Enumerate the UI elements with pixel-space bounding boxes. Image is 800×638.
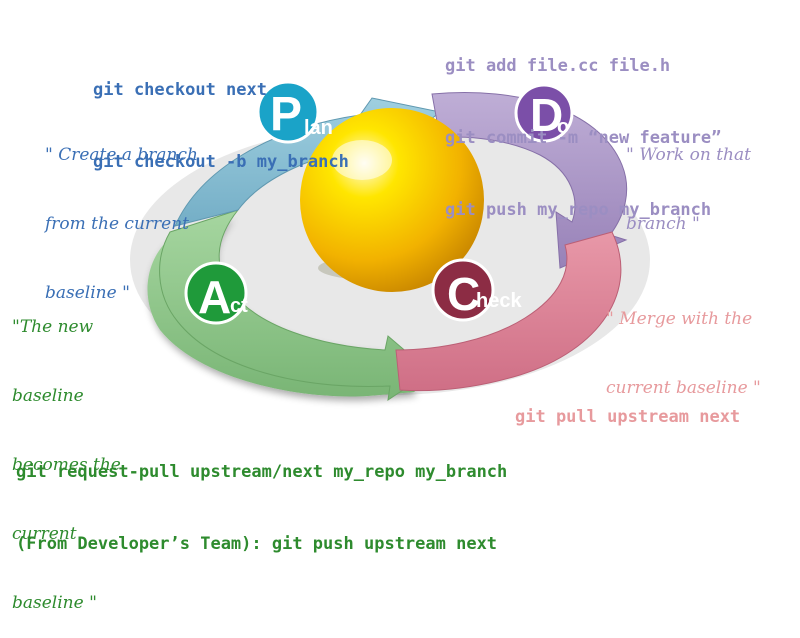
plan-note-line: baseline " <box>45 283 130 303</box>
do-command-line: git commit -m “new feature” <box>445 128 722 148</box>
plan-commands: git checkout next git checkout -b my_bra… <box>93 30 349 198</box>
check-command-line: git pull upstream next <box>515 407 741 427</box>
do-command-line: git add file.cc file.h <box>445 56 671 76</box>
do-note-line: " Work on that <box>626 145 751 165</box>
act-note-line: baseline <box>12 386 84 406</box>
check-note-line: " Merge with the <box>606 309 753 329</box>
act-badge-rest: ct <box>230 295 248 317</box>
do-badge-rest: o <box>557 116 569 138</box>
do-command-line: git push my_repo my_branch <box>445 200 712 220</box>
do-badge: D o <box>514 83 574 143</box>
plan-badge-rest: lan <box>304 117 333 139</box>
do-note: " Work on that branch " <box>626 98 751 259</box>
plan-note-line: from the current <box>45 214 189 234</box>
act-commands: git request-pull upstream/next my_repo m… <box>16 412 507 580</box>
act-command-line: git request-pull upstream/next my_repo m… <box>16 462 508 482</box>
check-note-line: current baseline " <box>606 378 761 398</box>
plan-note: " Create a branch from the current basel… <box>45 98 198 328</box>
act-command-line: (From Developer’s Team): git push upstre… <box>16 534 498 554</box>
check-note: " Merge with the current baseline " <box>606 262 761 423</box>
plan-note-line: " Create a branch <box>45 145 198 165</box>
check-badge-rest: heck <box>476 290 522 312</box>
plan-badge: P lan <box>256 80 333 144</box>
plan-badge-letter: P <box>270 88 302 141</box>
do-commands: git add file.cc file.h git commit -m “ne… <box>445 6 721 246</box>
plan-command-line: git checkout -b my_branch <box>93 152 349 172</box>
do-note-line: branch " <box>626 214 700 234</box>
plan-command-line: git checkout next <box>93 80 267 100</box>
sphere-highlight <box>332 140 392 180</box>
do-badge-letter: D <box>530 89 563 141</box>
act-note-line: baseline " <box>12 593 97 613</box>
check-segment-body <box>395 231 622 392</box>
act-note-line: "The new <box>12 317 94 337</box>
check-badge-letter: C <box>447 268 480 320</box>
pdca-cycle-diagram: P lan D o C heck A ct <box>130 80 650 402</box>
act-badge: A ct <box>184 261 248 325</box>
check-commands: git pull upstream next <box>515 357 740 453</box>
act-badge-letter: A <box>198 271 231 323</box>
check-badge: C heck <box>431 258 522 322</box>
